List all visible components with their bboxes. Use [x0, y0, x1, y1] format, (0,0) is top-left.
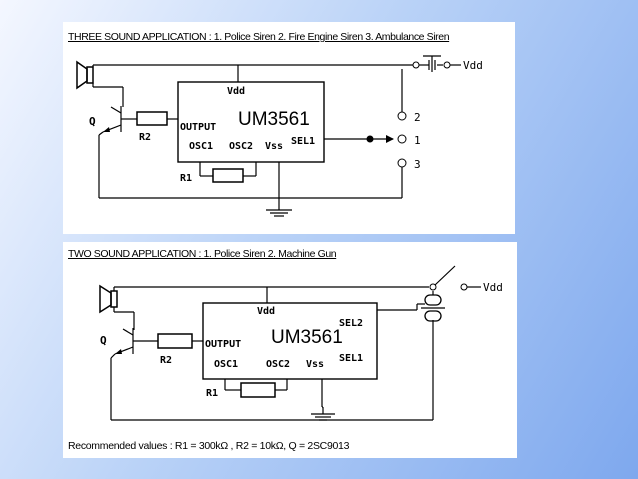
two-sound-panel: Vdd Q R2 Vdd UM3561 OUTPUT OSC1 OSC2 Vss… [63, 242, 517, 458]
option-1-label: 1 [414, 134, 421, 147]
sel2-switch-top [424, 294, 442, 306]
switch-terminal [429, 283, 437, 291]
transistor-q-label: Q [100, 334, 107, 347]
output-label: OUTPUT [180, 122, 216, 133]
sel1-label: SEL1 [339, 353, 363, 364]
sel1-junction [366, 135, 374, 143]
chip-name: UM3561 [238, 109, 310, 130]
vdd-supply-label: Vdd [463, 59, 483, 72]
r1-label: R1 [206, 388, 218, 399]
output-label: OUTPUT [205, 339, 241, 350]
osc1-label: OSC1 [189, 141, 213, 152]
osc1-label: OSC1 [214, 359, 238, 370]
speaker-cone [76, 60, 88, 90]
chip-name: UM3561 [271, 327, 343, 348]
vdd-terminal [443, 61, 451, 69]
vss-label: Vss [306, 359, 324, 370]
speaker-icon [110, 290, 118, 308]
option-3-label: 3 [414, 158, 421, 171]
vdd-supply-label: Vdd [483, 281, 503, 294]
switch-3-terminal [397, 158, 407, 168]
two-sound-circuit: Vdd Q R2 Vdd UM3561 OUTPUT OSC1 OSC2 Vss… [99, 265, 503, 421]
vdd-terminal [460, 283, 468, 291]
switch-terminal [412, 61, 420, 69]
vss-label: Vss [265, 141, 283, 152]
r1-label: R1 [180, 173, 192, 184]
sel1-label: SEL1 [291, 136, 315, 147]
switch-2-terminal [397, 111, 407, 121]
osc2-label: OSC2 [229, 141, 253, 152]
switch-1-terminal [397, 134, 407, 144]
sel2-switch-bottom [424, 310, 442, 322]
r2-label: R2 [139, 132, 151, 143]
resistor-r1 [240, 382, 276, 398]
three-sound-panel: Vdd Q R2 Vdd UM3561 OUTPUT OSC1 OSC2 Vss… [63, 22, 515, 234]
transistor-q-label: Q [89, 115, 96, 128]
speaker-icon [86, 66, 94, 84]
supply-switch [434, 265, 456, 286]
r2-label: R2 [160, 355, 172, 366]
um3561-chip [202, 302, 378, 380]
three-sound-title: THREE SOUND APPLICATION : 1. Police Sire… [68, 31, 450, 43]
three-sound-circuit: Vdd Q R2 Vdd UM3561 OUTPUT OSC1 OSC2 Vss… [76, 55, 483, 217]
two-sound-title: TWO SOUND APPLICATION : 1. Police Siren … [68, 248, 337, 260]
resistor-r1 [212, 168, 244, 183]
transistor-arrow [103, 127, 110, 132]
um3561-chip [177, 81, 325, 163]
resistor-r2 [157, 333, 193, 349]
osc2-label: OSC2 [266, 359, 290, 370]
resistor-r2 [136, 111, 168, 126]
speaker-cone [99, 284, 112, 314]
recommended-values: Recommended values : R1 = 300kΩ , R2 = 1… [68, 440, 350, 452]
sel2-label: SEL2 [339, 318, 363, 329]
option-2-label: 2 [414, 111, 421, 124]
chip-vdd-label: Vdd [257, 306, 275, 317]
transistor-arrow [115, 349, 122, 354]
chip-vdd-label: Vdd [227, 86, 245, 97]
sel1-arrow [386, 135, 394, 143]
